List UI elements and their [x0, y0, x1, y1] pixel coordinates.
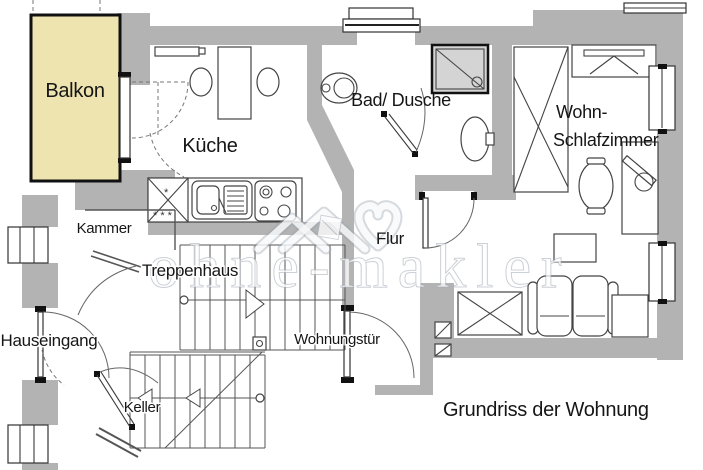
plan-title: Grundriss der Wohnung: [443, 399, 649, 421]
watermark-text: ohne-makler: [148, 233, 571, 301]
staircase-upper: [179, 244, 346, 351]
desk-chair-icon: [578, 157, 614, 215]
watermark-logo-house-icon: [252, 206, 371, 255]
balcony-label: Balkon: [45, 80, 104, 102]
desk-icon: [621, 141, 659, 235]
entrance-label: Hauseingang: [1, 331, 98, 350]
watermark: ohne-makler: [148, 200, 571, 302]
radiator-icon: [434, 321, 452, 357]
side-table-icon: [611, 294, 649, 338]
bath-window: [342, 7, 421, 33]
right-window-lower: [648, 241, 676, 304]
apartment-door-label: Wohnungstür: [294, 331, 380, 348]
apartment-door: [341, 305, 415, 383]
kitchen-shelf: [154, 46, 206, 57]
kitchen-chair: [189, 67, 213, 97]
bath-label: Bad/ Dusche: [351, 90, 451, 110]
wardrobe-icon: [571, 44, 657, 78]
livingroom-label-1: Wohn-: [556, 102, 607, 122]
svg-text:* * *: * * *: [153, 210, 173, 222]
sofa-icon: [527, 275, 619, 337]
fridge-icon: * * * *: [147, 177, 189, 223]
balcony-door: [118, 72, 189, 178]
cellar-door: [94, 367, 159, 458]
stove-icon: [254, 180, 297, 222]
watermark-logo-heart-icon: [353, 200, 403, 252]
left-window-lower: [7, 424, 49, 464]
bed-icon: [513, 46, 569, 193]
livingroom-label-2: Schlafzimmer: [553, 130, 659, 150]
svg-text:*: *: [164, 187, 169, 199]
entrance-door: [35, 306, 110, 386]
kitchen-counter: * * * *: [147, 177, 303, 223]
cellar-label: Keller: [124, 399, 161, 416]
table-icon: [457, 291, 523, 336]
right-window-upper: [648, 64, 676, 134]
small-table-icon: [553, 233, 597, 263]
sink-icon: [191, 180, 253, 220]
toilet-icon: [320, 72, 358, 104]
kammer-partition: [77, 209, 176, 316]
room-labels: Balkon Küche Bad/ Dusche Wohn- Schlafzim…: [0, 80, 659, 418]
top-right-window: [623, 2, 687, 14]
bath-door: [381, 87, 426, 157]
hallway-label: Flur: [376, 229, 405, 248]
staircase-cellar: [129, 351, 266, 449]
left-window-upper: [7, 226, 49, 264]
stairwell-label: Treppenhaus: [142, 261, 238, 280]
kitchen-chair: [256, 67, 280, 97]
kitchen-label: Küche: [182, 135, 237, 157]
living-room-door: [419, 191, 477, 249]
shower-icon: [430, 43, 490, 95]
kammer-label: Kammer: [77, 220, 132, 237]
kitchen-table: [217, 46, 252, 120]
bath-sink-icon: [460, 116, 495, 162]
